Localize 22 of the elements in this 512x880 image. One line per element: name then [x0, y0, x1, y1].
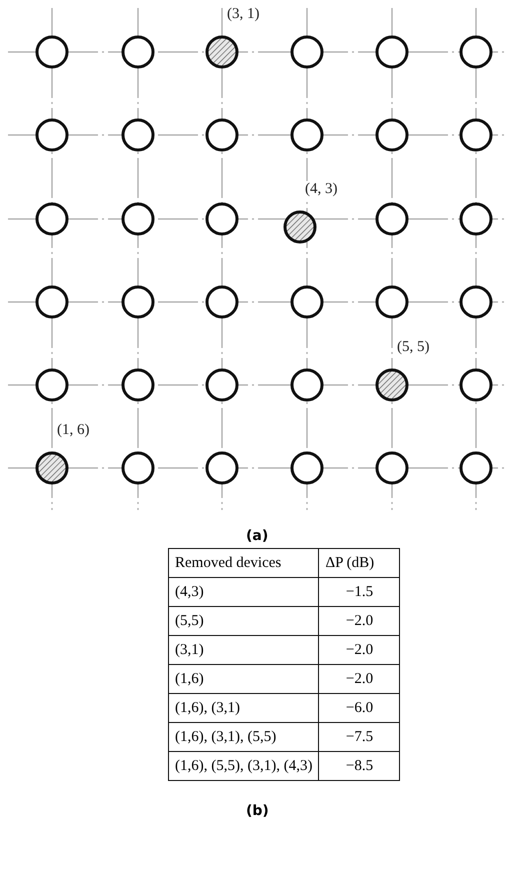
table-cell: −8.5: [318, 752, 400, 780]
panel-caption: (b): [246, 803, 269, 819]
coordinate-label: (5, 5): [396, 339, 430, 356]
table-cell: −6.0: [318, 694, 400, 722]
coordinate-label: (3, 1): [226, 6, 260, 23]
table-cell: (5,5): [168, 606, 319, 636]
table-cell: (4,3): [168, 578, 319, 606]
table-cell: (1,6), (3,1), (5,5): [168, 722, 319, 752]
table-cell: −7.5: [318, 722, 400, 752]
panel-caption: (a): [246, 528, 268, 544]
table-header-cell: ΔP (dB): [318, 548, 400, 578]
table-cell: −1.5: [318, 578, 400, 606]
table-header-cell: Removed devices: [168, 548, 319, 578]
table-cell: (1,6), (5,5), (3,1), (4,3): [168, 752, 319, 780]
coordinate-label: (4, 3): [304, 181, 338, 198]
coordinate-label: (1, 6): [56, 422, 90, 439]
table-cell: (3,1): [168, 636, 319, 664]
table-cell: −2.0: [318, 606, 400, 636]
table-cell: (1,6), (3,1): [168, 694, 319, 722]
table-cell: −2.0: [318, 664, 400, 694]
table-cell: −2.0: [318, 636, 400, 664]
table-cell: (1,6): [168, 664, 319, 694]
